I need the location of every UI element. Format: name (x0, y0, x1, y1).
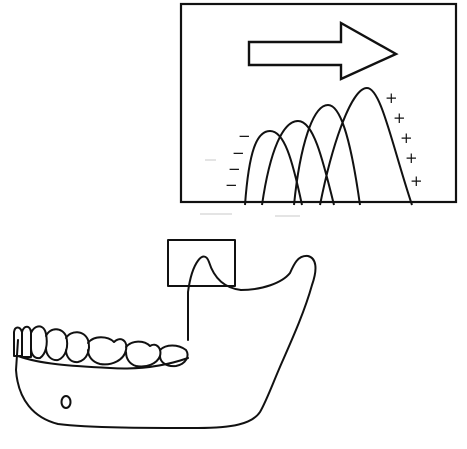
inset-panel: − − − − + + + + + (181, 4, 456, 216)
negative-sign: − (225, 176, 238, 194)
mandible (14, 240, 315, 428)
positive-sign: + (400, 129, 413, 147)
positive-sign: + (405, 149, 418, 167)
tooth-canine (31, 326, 47, 358)
positive-sign: + (410, 172, 423, 190)
tooth-premolar-1 (46, 329, 67, 360)
tooth-premolar-2 (66, 332, 89, 362)
tooth-molar-2 (126, 342, 160, 367)
condyle-profile-3 (294, 105, 360, 205)
condyle-selection-box (168, 240, 235, 286)
positive-signs: + + + + + (385, 89, 423, 190)
condyle-profile-1 (245, 131, 302, 205)
mental-foramen (62, 396, 71, 408)
direction-arrow-icon (249, 23, 396, 79)
positive-sign: + (393, 109, 406, 127)
tooth-incisor-2 (22, 327, 31, 357)
teeth (14, 326, 188, 366)
condylar-process (188, 257, 241, 340)
negative-sign: − (238, 127, 251, 145)
condyle-profile-4 (320, 88, 412, 205)
positive-sign: + (385, 89, 398, 107)
tooth-molar-1 (88, 337, 126, 364)
